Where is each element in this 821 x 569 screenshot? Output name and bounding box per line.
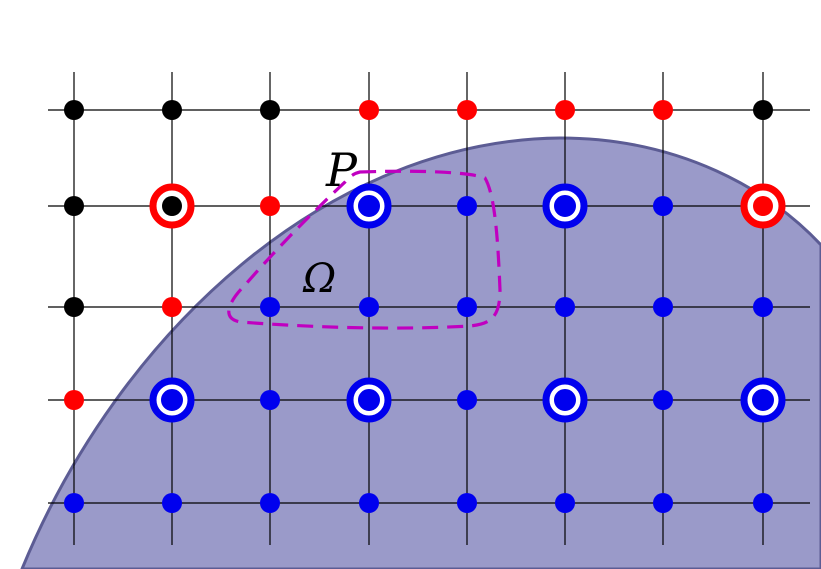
grid-node-exterior: [753, 100, 773, 120]
grid-node-exterior: [64, 196, 84, 216]
grid-node-boundary: [555, 100, 575, 120]
grid-node-boundary: [753, 196, 773, 216]
label-omega: Ω: [302, 256, 336, 302]
grid-node-interior: [260, 390, 280, 410]
grid-node-interior: [753, 493, 773, 513]
grid-node-interior: [64, 493, 84, 513]
grid-node-interior: [653, 493, 673, 513]
grid-node-interior: [559, 200, 571, 212]
grid-node-interior: [653, 196, 673, 216]
grid-node-interior: [555, 297, 575, 317]
grid-node-boundary: [359, 100, 379, 120]
grid-node-interior: [457, 196, 477, 216]
grid-node-boundary: [457, 100, 477, 120]
domain-region: [20, 136, 821, 569]
grid-node-interior: [166, 394, 178, 406]
grid-node-interior: [162, 493, 182, 513]
grid-node-interior: [757, 394, 769, 406]
grid-node-interior: [753, 297, 773, 317]
grid-node-boundary: [653, 100, 673, 120]
grid-node-interior: [260, 493, 280, 513]
label-p: P: [325, 143, 358, 197]
grid-node-interior: [653, 390, 673, 410]
grid-node-interior: [653, 297, 673, 317]
grid-nodes: [64, 100, 786, 513]
grid-node-exterior: [162, 100, 182, 120]
grid-node-boundary: [260, 196, 280, 216]
grid-node-interior: [260, 297, 280, 317]
omega-region-outline: [227, 169, 502, 330]
grid-node-exterior: [260, 100, 280, 120]
grid-node-exterior: [64, 100, 84, 120]
grid-node-boundary: [64, 390, 84, 410]
grid-node-interior: [559, 394, 571, 406]
grid-node-boundary: [162, 297, 182, 317]
grid-node-exterior: [64, 297, 84, 317]
grid-node-interior: [363, 200, 375, 212]
grid-node-interior: [359, 297, 379, 317]
grid-node-interior: [457, 493, 477, 513]
grid-node-exterior: [162, 196, 182, 216]
grid-node-interior: [555, 493, 575, 513]
grid-node-interior: [363, 394, 375, 406]
grid-node-interior: [457, 390, 477, 410]
grid-node-interior: [457, 297, 477, 317]
grid-node-interior: [359, 493, 379, 513]
